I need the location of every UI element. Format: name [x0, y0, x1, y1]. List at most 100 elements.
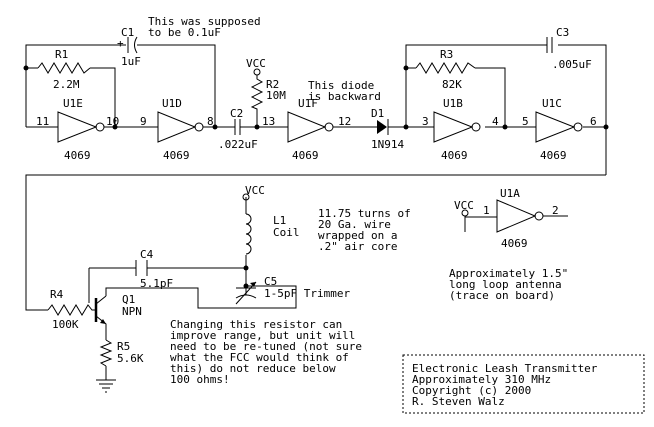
svg-text:11.75 turns of: 11.75 turns of — [318, 207, 411, 220]
inverter-u1c: U1C 4069 5 6 — [522, 97, 597, 162]
transistor-q1: Q1 NPN — [94, 293, 142, 332]
u1b-pin-out: 4 — [492, 115, 499, 128]
note-resistor: Changing this resistor can improve range… — [170, 318, 362, 386]
d1-part: 1N914 — [371, 138, 404, 151]
inverter-u1a: VCC U1A 4069 1 2 — [454, 187, 568, 250]
u1b-pin-in: 3 — [422, 115, 429, 128]
c5-value: 1-5pF Trimmer — [264, 287, 350, 300]
inverter-u1e: U1E 4069 11 10 — [36, 97, 119, 162]
title-line-1: Electronic Leash Transmitter — [412, 362, 598, 375]
svg-text:need to be re-tuned (not sure: need to be re-tuned (not sure — [170, 340, 362, 353]
r2-value: 10M — [266, 89, 286, 102]
u1f-part: 4069 — [292, 149, 319, 162]
u1b-part: 4069 — [441, 149, 468, 162]
d1-ref: D1 — [371, 107, 384, 120]
resistor-r1: R1 2.2M — [37, 48, 91, 91]
svg-text:This diode: This diode — [308, 79, 374, 92]
svg-text:Approximately 1.5": Approximately 1.5" — [449, 267, 568, 280]
r1-value: 2.2M — [53, 78, 80, 91]
svg-text:is backward: is backward — [308, 90, 381, 103]
r4-value: 100K — [52, 318, 79, 331]
svg-text:this) do not reduce below: this) do not reduce below — [170, 362, 336, 375]
c3-value: .005uF — [552, 58, 592, 71]
c5-ref: C5 — [264, 275, 277, 288]
diode-d1: D1 1N914 — [371, 107, 404, 151]
r2-ref: R2 — [266, 78, 279, 91]
r5-ref: R5 — [117, 340, 130, 353]
inverter-u1d: U1D 4069 9 8 — [140, 97, 214, 162]
u1a-pin-out: 2 — [552, 204, 559, 217]
resistor-r5: R5 5.6K — [99, 339, 144, 367]
svg-text:20 Ga. wire: 20 Ga. wire — [318, 218, 391, 231]
c1-polarity: + — [117, 37, 124, 50]
u1e-part: 4069 — [64, 149, 91, 162]
r1-ref: R1 — [55, 48, 68, 61]
u1c-ref: U1C — [542, 97, 562, 110]
c4-value: 5.1pF — [140, 277, 173, 290]
u1c-part: 4069 — [540, 149, 567, 162]
resistor-r4: R4 100K — [47, 288, 95, 331]
u1e-pin-out: 10 — [106, 115, 119, 128]
note-diode: This diode is backward — [308, 79, 381, 103]
inductor-l1: VCC L1 Coil — [242, 184, 300, 255]
svg-text:(trace on board): (trace on board) — [449, 289, 555, 302]
svg-text:wrapped on a: wrapped on a — [318, 229, 397, 242]
u1a-vcc-label: VCC — [454, 199, 474, 212]
note-antenna: Approximately 1.5" long loop antenna (tr… — [449, 267, 568, 302]
r2-vcc-label: VCC — [246, 57, 266, 70]
u1d-ref: U1D — [162, 97, 182, 110]
capacitor-c4: C4 5.1pF — [135, 248, 173, 290]
r4-ref: R4 — [50, 288, 64, 301]
u1f-pin-out: 12 — [338, 115, 351, 128]
capacitor-c5-trimmer: C5 1-5pF Trimmer — [235, 275, 350, 305]
c3-ref: C3 — [556, 26, 569, 39]
svg-text:This was supposed: This was supposed — [148, 15, 261, 28]
svg-text:Changing this resistor can: Changing this resistor can — [170, 318, 342, 331]
capacitor-c3: C3 .005uF — [546, 26, 592, 71]
u1f-pin-in: 13 — [262, 115, 275, 128]
u1c-pin-out: 6 — [590, 115, 597, 128]
u1a-part: 4069 — [501, 237, 528, 250]
ground-icon — [96, 379, 116, 393]
c1-ref: C1 — [121, 26, 134, 39]
u1a-pin-in: 1 — [483, 204, 490, 217]
svg-text:long loop antenna: long loop antenna — [449, 278, 562, 291]
r3-ref: R3 — [440, 48, 453, 61]
title-line-4: R. Steven Walz — [412, 395, 505, 408]
svg-text:to be 0.1uF: to be 0.1uF — [148, 26, 221, 39]
svg-text:100 ohms!: 100 ohms! — [170, 373, 230, 386]
svg-text:what the FCC would think of: what the FCC would think of — [170, 351, 349, 364]
l1-ref: L1 — [273, 214, 286, 227]
u1d-pin-in: 9 — [140, 115, 147, 128]
title-block: Electronic Leash Transmitter Approximate… — [402, 354, 645, 414]
u1f-ref: U1F — [298, 97, 318, 110]
junction-dots — [23, 65, 609, 289]
u1e-pin-in: 11 — [36, 115, 49, 128]
l1-vcc-label: VCC — [245, 184, 265, 197]
inverter-u1b: U1B 4069 3 4 — [422, 97, 499, 162]
svg-text:.2" air core: .2" air core — [318, 240, 397, 253]
resistor-r2: VCC R2 10M 13 — [246, 57, 286, 128]
u1c-pin-in: 5 — [522, 115, 529, 128]
resistor-r3: R3 82K — [415, 48, 476, 91]
u1a-ref: U1A — [500, 187, 520, 200]
c1-value: 1uF — [121, 55, 141, 68]
svg-text:improve range, but unit will: improve range, but unit will — [170, 329, 355, 342]
u1b-ref: U1B — [443, 97, 463, 110]
title-line-2: Approximately 310 MHz — [412, 373, 551, 386]
capacitor-c2: C2 .022uF — [218, 107, 258, 151]
q1-part: NPN — [122, 305, 142, 318]
r5-value: 5.6K — [117, 352, 144, 365]
q1-ref: Q1 — [122, 293, 135, 306]
c4-ref: C4 — [140, 248, 154, 261]
c2-ref: C2 — [230, 107, 243, 120]
capacitor-c1: C1 + 1uF — [117, 26, 141, 68]
u1e-ref: U1E — [63, 97, 83, 110]
c2-value: .022uF — [218, 138, 258, 151]
title-line-3: Copyright (c) 2000 — [412, 384, 531, 397]
r3-value: 82K — [442, 78, 462, 91]
note-coil: 11.75 turns of 20 Ga. wire wrapped on a … — [318, 207, 411, 253]
inverter-u1f: U1F 4069 12 — [287, 97, 351, 162]
note-c1: This was supposed to be 0.1uF — [148, 15, 261, 39]
